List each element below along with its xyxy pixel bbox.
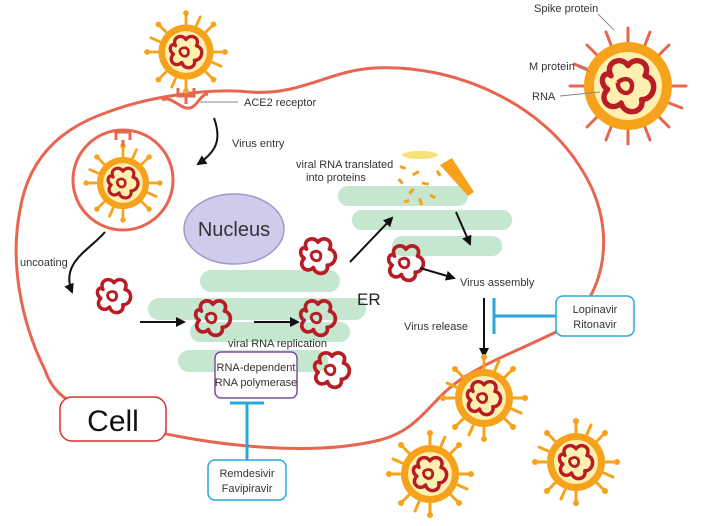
legend-virus xyxy=(568,26,688,146)
remdesivir-line2: Favipiravir xyxy=(222,483,273,495)
lopinavir-line1: Lopinavir xyxy=(573,304,618,316)
rdrp-line2: RNA polymerase xyxy=(215,377,298,389)
uncoating-label: uncoating xyxy=(20,257,68,269)
lopinavir-box xyxy=(555,295,635,337)
rna-label: RNA xyxy=(532,91,556,103)
lopinavir-line2: Ritonavir xyxy=(573,319,617,331)
ribosome-shape xyxy=(440,158,474,196)
protein-fragments xyxy=(397,165,442,206)
released-virus-2 xyxy=(386,430,474,518)
ace2-receptor-label: ACE2 receptor xyxy=(244,97,316,109)
cell-label: Cell xyxy=(87,405,139,438)
released-virus-3 xyxy=(532,418,620,506)
rdrp-line1: RNA-dependent xyxy=(217,362,296,374)
er-upper xyxy=(338,186,512,256)
remdesivir-box xyxy=(207,459,287,501)
m-protein-label: M protein xyxy=(529,61,575,73)
viral-rna-replication-label: viral RNA replication xyxy=(228,338,327,350)
remdesivir-line1: Remdesivir xyxy=(219,468,274,480)
endosome-virus xyxy=(83,143,162,222)
translation-label-2: into proteins xyxy=(306,172,366,184)
rdrp-box xyxy=(214,351,298,399)
nucleus xyxy=(183,193,285,265)
ace2-receptor-icon xyxy=(176,88,196,104)
released-virus-1 xyxy=(440,354,528,442)
virus-assembly-label: Virus assembly xyxy=(460,277,535,289)
translation-label-1: viral RNA translated xyxy=(296,159,393,171)
virus-entry-label: Virus entry xyxy=(232,138,285,150)
incoming-virus xyxy=(144,10,228,94)
cell-membrane xyxy=(14,66,606,450)
nucleus-label: Nucleus xyxy=(198,219,270,241)
virus-release-label: Virus release xyxy=(404,321,468,333)
cell-label-box xyxy=(59,396,167,442)
released-rna xyxy=(95,277,133,315)
spike-protein-label: Spike protein xyxy=(534,3,598,15)
er-label: ER xyxy=(357,290,381,309)
